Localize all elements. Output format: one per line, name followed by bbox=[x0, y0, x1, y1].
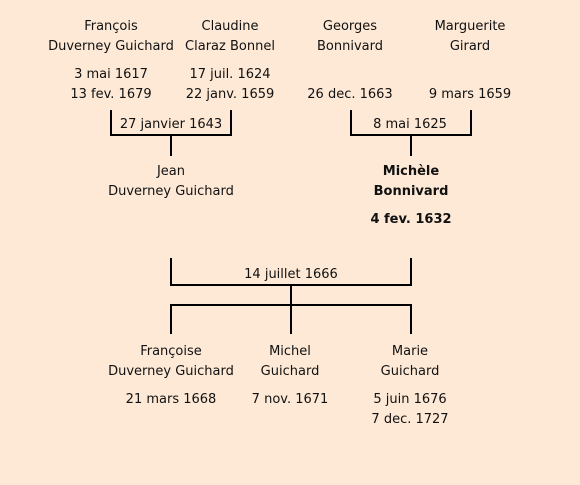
first-name: Michel bbox=[269, 344, 311, 359]
last-name: Claraz Bonnel bbox=[185, 39, 275, 54]
birth-date bbox=[395, 65, 545, 85]
connector-line bbox=[170, 258, 172, 286]
first-name: Marguerite bbox=[434, 19, 506, 34]
person-marguerite: Marguerite Girard 9 mars 1659 bbox=[395, 17, 545, 105]
first-name: Jean bbox=[156, 164, 186, 179]
first-name: Georges bbox=[322, 19, 378, 34]
death-date: 26 dec. 1663 bbox=[307, 87, 393, 102]
person-jean: Jean Duverney Guichard bbox=[96, 162, 246, 202]
birth-date: 3 mai 1617 bbox=[74, 67, 148, 82]
connector-line bbox=[290, 284, 292, 304]
last-name: Duverney Guichard bbox=[108, 184, 234, 199]
connector-line bbox=[170, 304, 172, 334]
last-name: Duverney Guichard bbox=[48, 39, 174, 54]
first-name: François bbox=[84, 19, 138, 34]
last-name: Guichard bbox=[380, 364, 440, 379]
birth-date: 4 fev. 1632 bbox=[370, 212, 452, 227]
person-francoise: Françoise Duverney Guichard 21 mars 1668 bbox=[96, 342, 246, 410]
marriage-date-paternal: 27 janvier 1643 bbox=[119, 117, 223, 132]
connector-line bbox=[170, 134, 172, 156]
connector-line bbox=[350, 110, 352, 136]
birth-date: 17 juil. 1624 bbox=[189, 67, 271, 82]
first-name: Françoise bbox=[140, 344, 202, 359]
last-name: Bonnivard bbox=[373, 184, 449, 199]
person-michele: Michèle Bonnivard 4 fev. 1632 bbox=[336, 162, 486, 230]
last-name: Girard bbox=[449, 39, 491, 54]
person-claudine: Claudine Claraz Bonnel 17 juil. 1624 22 … bbox=[155, 17, 305, 105]
last-name: Guichard bbox=[260, 364, 320, 379]
death-date: 22 janv. 1659 bbox=[185, 87, 275, 102]
connector-line bbox=[110, 110, 112, 136]
birth-date: 7 nov. 1671 bbox=[251, 392, 329, 407]
person-francois: François Duverney Guichard 3 mai 1617 13… bbox=[36, 17, 186, 105]
person-marie: Marie Guichard 5 juin 1676 7 dec. 1727 bbox=[335, 342, 485, 430]
connector-line bbox=[290, 304, 292, 334]
death-date: 13 fev. 1679 bbox=[70, 87, 152, 102]
death-date: 9 mars 1659 bbox=[428, 87, 512, 102]
connector-line bbox=[410, 258, 412, 286]
first-name: Marie bbox=[391, 344, 429, 359]
first-name: Michèle bbox=[382, 164, 440, 179]
connector-line bbox=[410, 304, 412, 334]
marriage-date-maternal: 8 mai 1625 bbox=[373, 117, 447, 132]
last-name: Bonnivard bbox=[317, 39, 383, 54]
last-name: Duverney Guichard bbox=[108, 364, 234, 379]
first-name: Claudine bbox=[201, 19, 259, 34]
connector-line bbox=[230, 110, 232, 136]
person-georges: Georges Bonnivard 26 dec. 1663 bbox=[275, 17, 425, 105]
connector-line bbox=[470, 110, 472, 136]
person-michel: Michel Guichard 7 nov. 1671 bbox=[215, 342, 365, 410]
connector-line bbox=[410, 134, 412, 156]
marriage-date-parents: 14 juillet 1666 bbox=[244, 267, 338, 282]
death-date: 7 dec. 1727 bbox=[371, 412, 449, 427]
birth-date: 5 juin 1676 bbox=[373, 392, 447, 407]
birth-date: 21 mars 1668 bbox=[125, 392, 217, 407]
